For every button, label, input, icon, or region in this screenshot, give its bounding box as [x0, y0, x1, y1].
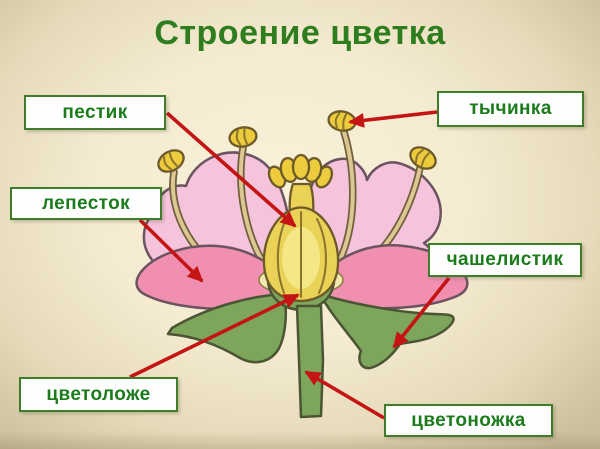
arrow-pedicel	[304, 370, 385, 420]
anther-icon	[157, 149, 185, 173]
arrow-sepal	[392, 276, 451, 349]
sepal-right	[318, 292, 455, 370]
label-sepal: чашелистик	[428, 243, 582, 277]
pistil-stigma	[267, 153, 334, 189]
anther-icon	[228, 126, 258, 148]
pistil	[262, 153, 340, 303]
bottom-shade	[0, 431, 600, 449]
callout-arrows	[129, 110, 451, 420]
label-pistil: пестик	[24, 95, 166, 130]
arrow-stamen	[348, 110, 438, 128]
page-title: Строение цветка	[154, 14, 446, 52]
label-stamen: тычинка	[437, 91, 584, 127]
label-petal: лепесток	[10, 187, 162, 220]
arrow-receptacle	[129, 293, 300, 379]
label-pedicel: цветоножка	[384, 404, 553, 437]
arrow-pistil	[165, 111, 297, 228]
anther-icon	[409, 146, 437, 170]
label-receptacle: цветоложе	[19, 377, 178, 412]
stem	[295, 304, 325, 419]
arrow-petal	[138, 218, 204, 283]
